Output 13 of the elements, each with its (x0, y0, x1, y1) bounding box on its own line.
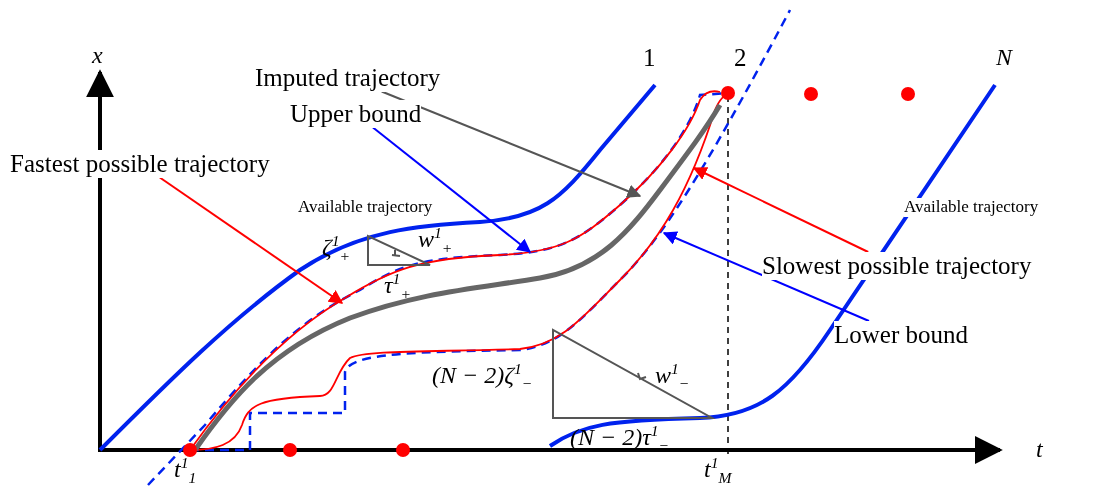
leader-arrow (662, 231, 870, 322)
leader-arrow (158, 176, 344, 304)
callout-label: Slowest possible trajectory (762, 252, 1032, 280)
callout-label: Upper bound (290, 100, 422, 128)
leader-arrow (380, 90, 642, 198)
annotation-text: Available trajectory (298, 198, 433, 217)
callout-label: Fastest possible trajectory (10, 150, 270, 178)
axis-label: x (92, 42, 103, 69)
leader-arrow (371, 126, 532, 253)
curve-label: N (996, 44, 1012, 71)
leader-arrow (692, 167, 870, 253)
axis-label: t (1036, 436, 1043, 463)
annotation-text: Available trajectory (904, 198, 1039, 217)
